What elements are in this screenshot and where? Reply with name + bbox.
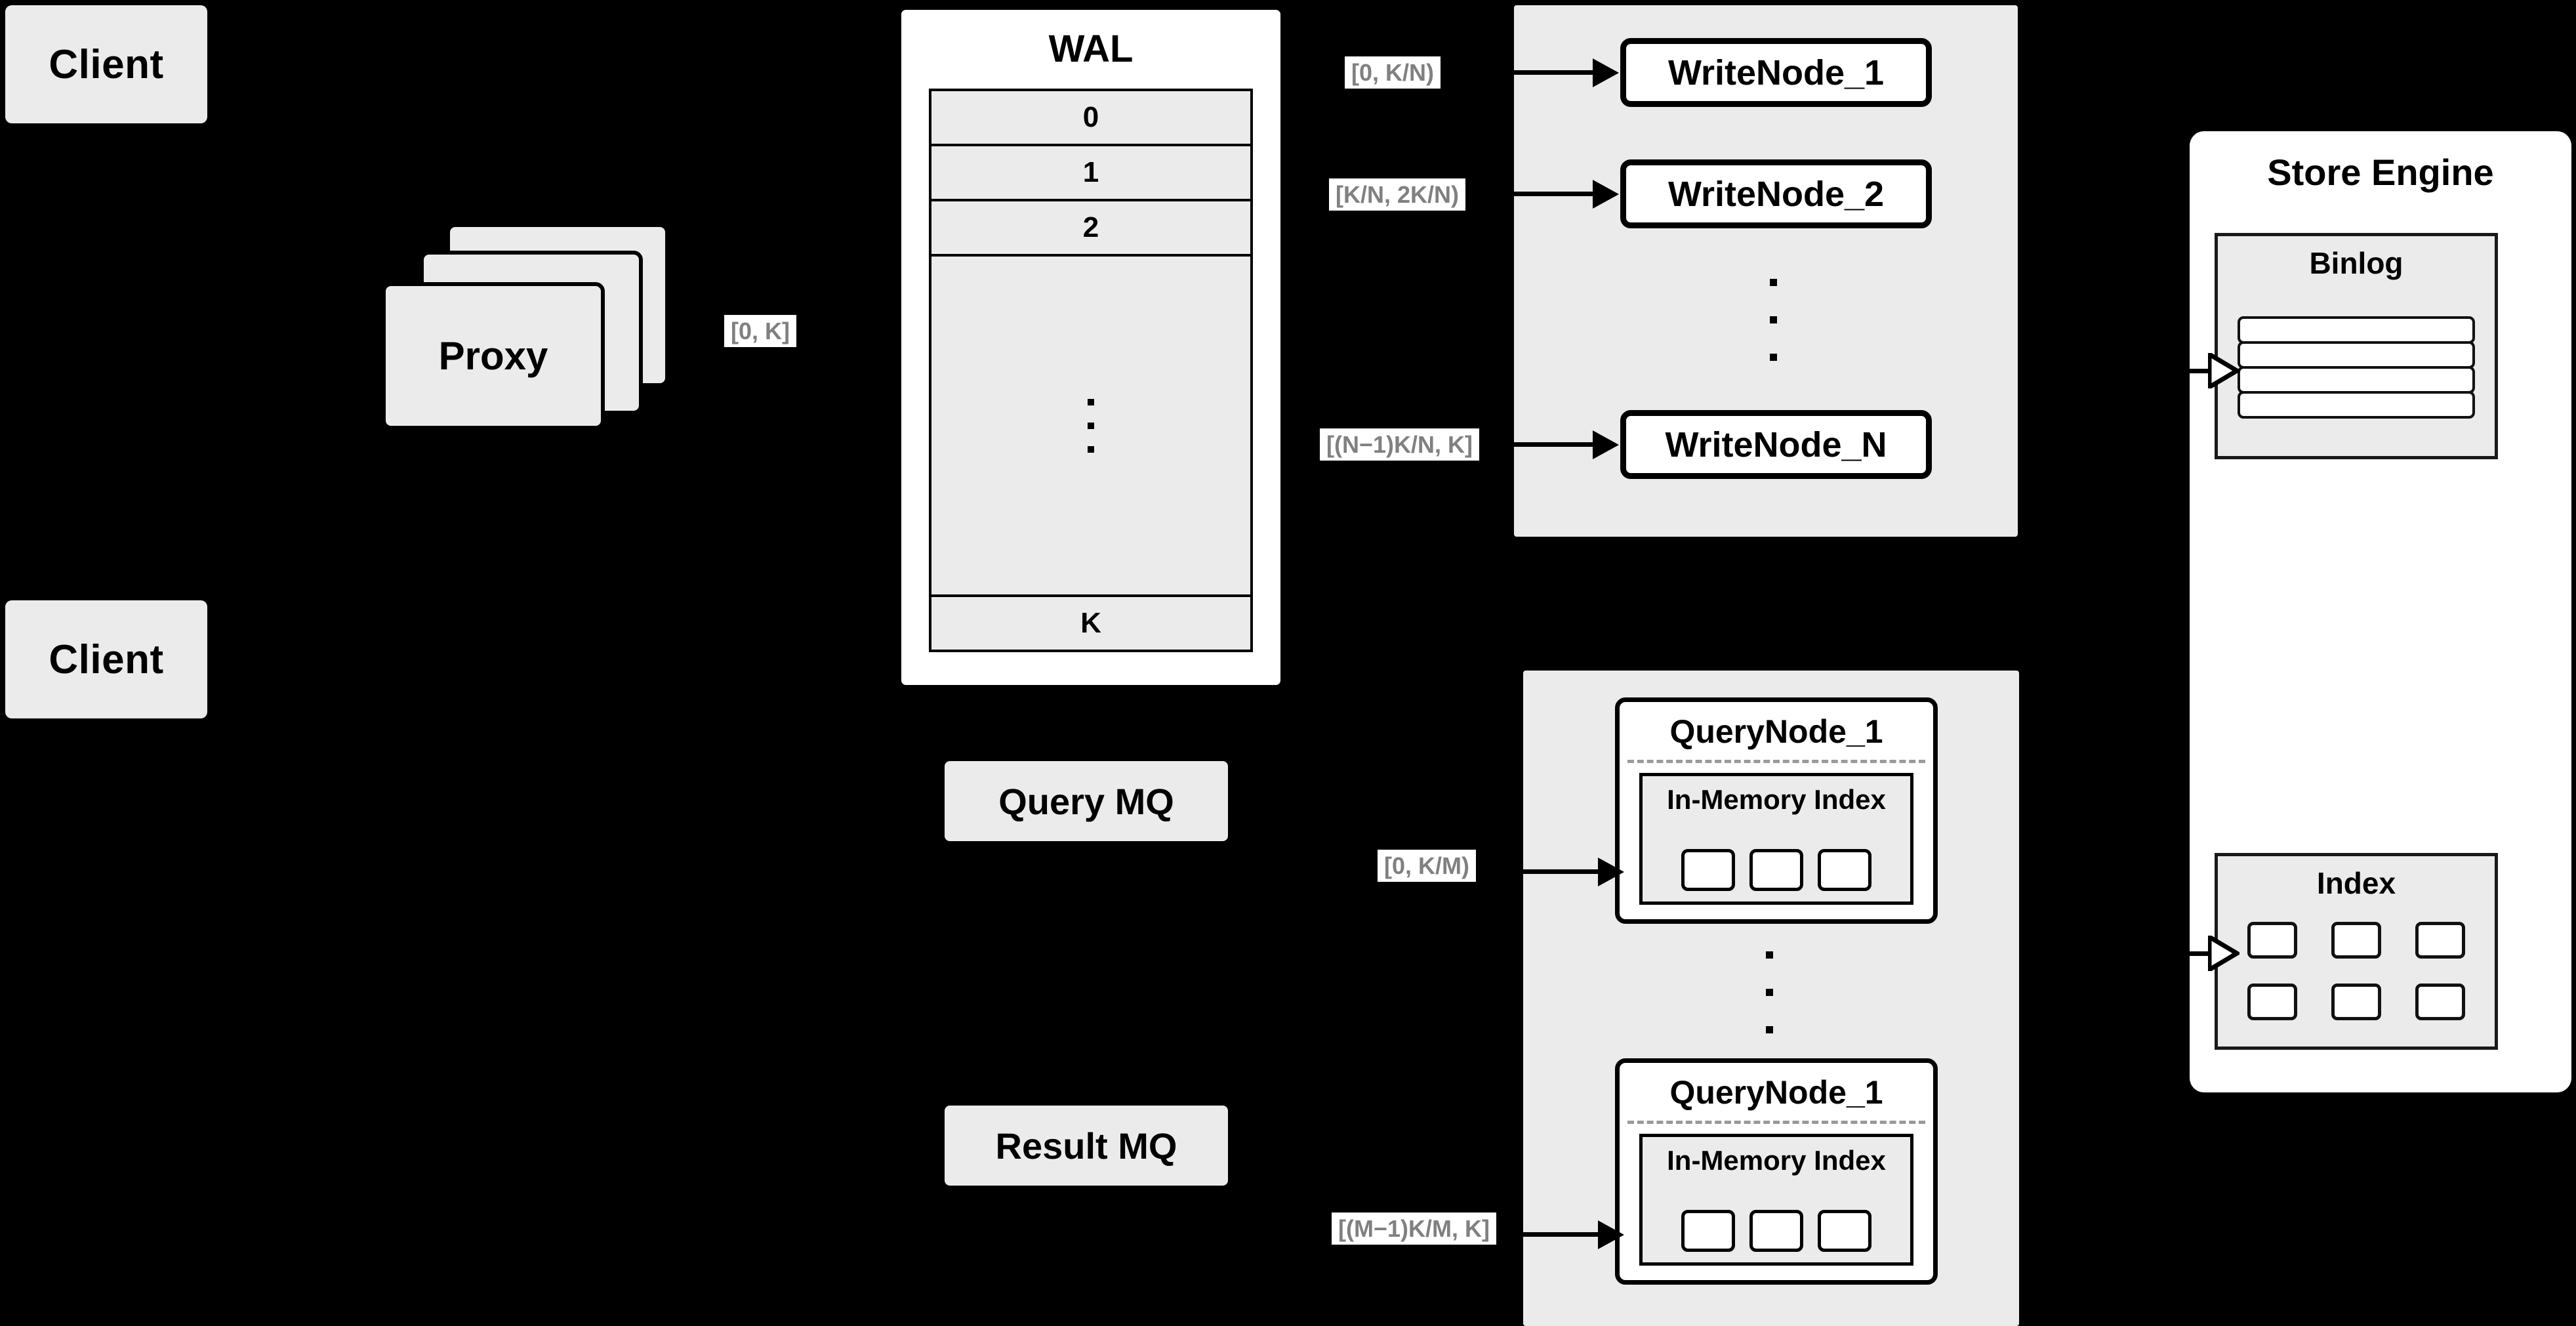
arrow-to-index	[2179, 951, 2212, 956]
result-mq-label: Result MQ	[995, 1125, 1177, 1167]
index-cell	[2415, 984, 2465, 1020]
ellipsis-dot	[1088, 422, 1094, 429]
wal-row: 1	[931, 146, 1250, 201]
index-cell	[2415, 922, 2465, 959]
in-memory-index-title: In-Memory Index	[1667, 784, 1886, 815]
wal-row: K	[931, 597, 1250, 650]
wal-row: 2	[931, 201, 1250, 257]
wal-ellipsis-row	[931, 257, 1250, 597]
proxy-label: Proxy	[438, 334, 548, 378]
binlog-row	[2238, 365, 2475, 394]
index-cell	[2247, 922, 2297, 959]
index-cell	[2331, 984, 2381, 1020]
write-node-label: WriteNode_1	[1667, 52, 1885, 93]
write-node-n[interactable]: WriteNode_N	[1620, 410, 1932, 479]
write-node-label: WriteNode_2	[1667, 174, 1885, 214]
index-cell	[1749, 1210, 1803, 1252]
index-box: Index	[2215, 853, 2498, 1050]
in-memory-index-cells	[1643, 849, 1910, 891]
query-node-title: QueryNode_1	[1669, 713, 1883, 750]
index-cell	[1681, 849, 1735, 891]
query-node-title: QueryNode_1	[1669, 1074, 1883, 1111]
write-cluster-ellipsis	[1770, 279, 1777, 361]
in-memory-index-box: In-Memory Index	[1639, 773, 1913, 905]
index-cell	[1818, 849, 1871, 891]
wal-box: WAL 0 1 2 K	[897, 5, 1285, 690]
in-memory-index-box: In-Memory Index	[1639, 1134, 1913, 1266]
query-node-separator	[1627, 760, 1925, 763]
binlog-row	[2238, 316, 2475, 344]
arrowhead-query-node-2	[1598, 1220, 1624, 1249]
binlog-rows	[2238, 295, 2475, 436]
arrow-to-write-node-2	[1509, 192, 1594, 196]
ellipsis-dot	[1766, 951, 1773, 959]
ellipsis-dot	[1770, 354, 1777, 361]
query-node-2-range-label: [(M−1)K/M, K]	[1332, 1212, 1496, 1245]
index-cell	[1681, 1210, 1735, 1252]
write-node-2-range-label: [K/N, 2K/N)	[1329, 178, 1465, 211]
write-node-1-range-label: [0, K/N)	[1345, 56, 1441, 89]
ellipsis-dot	[1088, 398, 1094, 405]
ellipsis-dot	[1770, 279, 1777, 286]
write-node-label: WriteNode_N	[1665, 425, 1887, 465]
store-engine-title: Store Engine	[2267, 152, 2494, 193]
in-memory-index-title: In-Memory Index	[1667, 1145, 1886, 1176]
wal-table: 0 1 2 K	[929, 89, 1253, 652]
write-node-2[interactable]: WriteNode_2	[1620, 159, 1932, 228]
query-node-1[interactable]: QueryNode_1 In-Memory Index	[1615, 697, 1938, 924]
query-cluster-ellipsis	[1766, 951, 1773, 1033]
query-node-2[interactable]: QueryNode_1 In-Memory Index	[1615, 1058, 1938, 1285]
client-box-1: Client	[5, 5, 207, 123]
ellipsis-dot	[1766, 989, 1773, 996]
store-engine-box: Store Engine Binlog Index	[2190, 131, 2571, 1092]
in-memory-index-cells	[1643, 1210, 1910, 1252]
write-node-n-range-label: [(N−1)K/N, K]	[1320, 428, 1479, 461]
write-node-1[interactable]: WriteNode_1	[1620, 38, 1932, 107]
query-node-1-range-label: [0, K/M)	[1378, 850, 1476, 882]
index-title: Index	[2316, 866, 2396, 900]
arrowhead-write-node-2	[1593, 180, 1619, 209]
query-mq-label: Query MQ	[998, 780, 1174, 822]
index-cell	[1818, 1210, 1871, 1252]
index-cell	[2247, 984, 2297, 1020]
ellipsis-dot	[1088, 445, 1094, 453]
index-cell	[2331, 922, 2381, 959]
proxy-range-label: [0, K]	[724, 315, 796, 348]
query-mq-box: Query MQ	[945, 761, 1228, 841]
index-grid	[2235, 913, 2478, 1029]
arrow-to-write-node-n	[1509, 442, 1594, 447]
index-cell	[1749, 849, 1803, 891]
wal-row: 0	[931, 91, 1250, 146]
proxy-box[interactable]: Proxy	[382, 282, 605, 430]
binlog-row	[2238, 390, 2475, 419]
arrow-to-query-node-2	[1515, 1232, 1599, 1237]
wal-title: WAL	[1048, 28, 1134, 70]
ellipsis-dot	[1770, 316, 1777, 323]
binlog-title: Binlog	[2309, 246, 2403, 280]
client-label: Client	[49, 41, 164, 87]
arrowhead-write-node-n	[1593, 430, 1619, 459]
query-node-separator	[1627, 1121, 1925, 1124]
arrowhead-query-node-1	[1598, 858, 1624, 886]
binlog-box: Binlog	[2215, 233, 2498, 459]
result-mq-box: Result MQ	[945, 1106, 1228, 1186]
binlog-row	[2238, 341, 2475, 369]
ellipsis-dot	[1766, 1026, 1773, 1033]
arrowhead-write-node-1	[1593, 58, 1619, 87]
client-box-2: Client	[5, 600, 207, 718]
arrow-to-binlog	[2179, 369, 2212, 373]
arrow-to-write-node-1	[1509, 70, 1594, 75]
client-label: Client	[49, 636, 164, 682]
arrow-to-query-node-1	[1515, 869, 1599, 874]
